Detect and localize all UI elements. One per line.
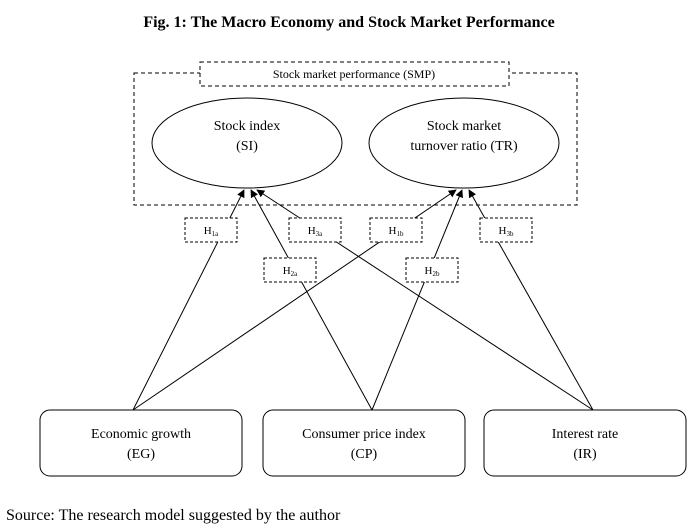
svg-text:H3a: H3a — [308, 225, 323, 238]
turnover-ratio-node — [368, 97, 560, 189]
stock-index-node — [151, 97, 343, 189]
interest-rate-node — [483, 409, 687, 477]
source-note: Source: The research model suggested by … — [6, 507, 341, 524]
economic-growth-node — [39, 409, 243, 477]
stock-index-abbr: (SI) — [236, 139, 258, 154]
path-cp-tr — [371, 189, 463, 411]
consumer-price-index-node — [262, 409, 466, 477]
smp-label: Stock market performance (SMP) — [273, 67, 435, 81]
interest-rate-label: Interest rate — [552, 427, 618, 442]
svg-text:H3b: H3b — [499, 225, 514, 238]
stock-index-label: Stock index — [214, 119, 281, 134]
turnover-ratio-label: Stock market — [427, 119, 501, 134]
hypothesis-h2a: H2a — [263, 257, 317, 283]
figure-title: Fig. 1: The Macro Economy and Stock Mark… — [143, 14, 554, 31]
interest-rate-abbr: (IR) — [573, 447, 597, 462]
consumer-price-index-abbr: (CP) — [351, 447, 378, 462]
economic-growth-label: Economic growth — [91, 427, 191, 442]
path-cp-si — [250, 189, 373, 411]
svg-text:H2b: H2b — [425, 265, 440, 278]
hypothesis-h1b: H1b — [369, 217, 423, 243]
consumer-price-index-label: Consumer price index — [302, 427, 426, 442]
hypothesis-h3a: H3a — [288, 217, 342, 243]
svg-text:H1a: H1a — [204, 225, 219, 238]
turnover-ratio-label-line2: turnover ratio (TR) — [410, 139, 518, 154]
hypothesis-h3b: H3b — [479, 217, 533, 243]
smp-label-box — [199, 61, 510, 87]
hypothesis-h2b: H2b — [405, 257, 459, 283]
hypothesis-h1a: H1a — [184, 217, 238, 243]
svg-text:H2a: H2a — [283, 265, 298, 278]
economic-growth-abbr: (EG) — [127, 447, 155, 462]
svg-text:H1b: H1b — [389, 225, 404, 238]
